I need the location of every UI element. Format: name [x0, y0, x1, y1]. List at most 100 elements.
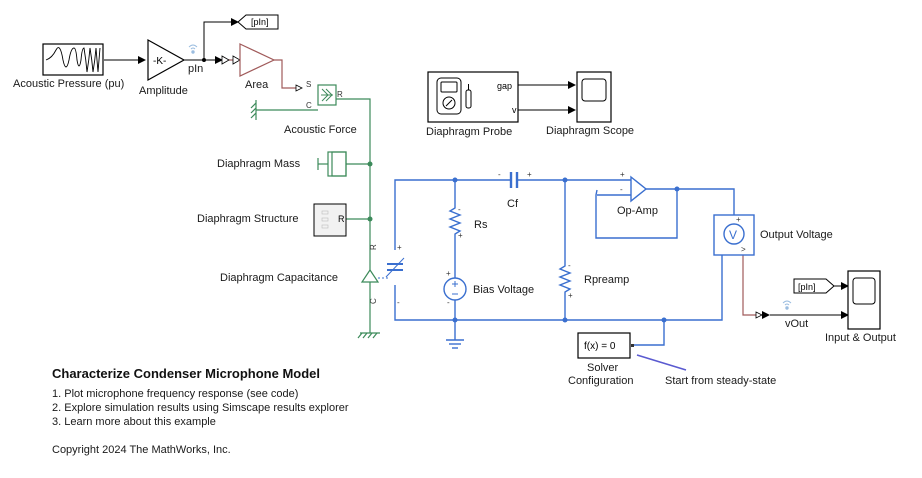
input-output-label: Input & Output [825, 332, 896, 344]
wireless-icon [188, 44, 198, 54]
branch-point-pin [202, 58, 206, 62]
mechanical-lines [256, 98, 371, 333]
diaphragm-scope-block[interactable] [576, 71, 612, 123]
solver-configuration-block[interactable]: f(x) = 0 [577, 332, 634, 359]
elec-opamp-feedback[interactable] [595, 189, 678, 239]
area-gain-block[interactable] [239, 43, 276, 77]
steady-state-connector [636, 354, 687, 371]
svg-text:R: R [337, 90, 343, 99]
elec-cap-bottom[interactable] [394, 254, 723, 321]
acoustic-force-block[interactable] [317, 84, 337, 106]
signal-vout-label[interactable]: vOut [785, 318, 809, 330]
copyright: Copyright 2024 The MathWorks, Inc. [52, 444, 231, 456]
amplitude-gain-block[interactable]: -K- [147, 38, 186, 82]
electrical-junctions [452, 177, 680, 323]
from-tag: [pIn] [798, 282, 816, 292]
svg-text:-: - [498, 170, 501, 179]
elec-cap-top[interactable] [394, 179, 510, 250]
junction-mass [367, 161, 373, 167]
subsystem-icon [321, 210, 329, 229]
diaphragm-scope-label: Diaphragm Scope [546, 125, 635, 137]
bias-voltage-source[interactable] [443, 277, 467, 301]
svg-text:-: - [620, 185, 623, 194]
acoustic-pressure-block[interactable] [42, 43, 104, 76]
vout-arrow [762, 311, 770, 319]
gain-text: -K- [153, 56, 166, 67]
signal-pin-label[interactable]: pIn [188, 63, 204, 75]
goto-tag: [pIn] [251, 17, 269, 27]
svg-text:-: - [568, 261, 571, 270]
op-amp-block[interactable] [630, 175, 648, 203]
diaphragm-capacitance-label: Diaphragm Capacitance [220, 272, 339, 284]
electrical-lines [394, 179, 735, 346]
svg-text:+: + [446, 269, 451, 278]
svg-text:-: - [397, 298, 400, 307]
svg-text:C: C [306, 101, 312, 110]
svg-text:>: > [741, 245, 746, 254]
svg-text:C: C [369, 298, 378, 304]
svg-text:+: + [397, 243, 402, 252]
op-amp-label: Op-Amp [617, 205, 658, 217]
from-pin-block[interactable]: [pIn] [793, 278, 835, 294]
port-labels: S C R R R C - + + - + - - + + - - + + > [306, 80, 746, 307]
rs-label: Rs [474, 219, 488, 231]
ps-vsensor-to-vout[interactable] [742, 254, 756, 316]
junction-structure [367, 216, 373, 222]
sine-chirp-icon [45, 47, 101, 73]
output-voltage-label: Output Voltage [760, 229, 833, 241]
svg-text:R: R [369, 244, 378, 250]
svg-text:S: S [306, 80, 311, 89]
cf-label: Cf [507, 198, 518, 210]
ps-port-arrows [221, 55, 763, 319]
svg-text:+: + [620, 170, 625, 179]
mechanical-ground-icon [357, 332, 380, 339]
svg-text:R: R [338, 214, 345, 224]
rs-resistor[interactable] [448, 205, 462, 238]
amplitude-label: Amplitude [139, 85, 188, 97]
svg-text:+: + [736, 215, 741, 224]
diaphragm-probe-block[interactable]: gap v [427, 71, 519, 123]
diaphragm-mass-label: Diaphragm Mass [217, 158, 301, 170]
elec-solver[interactable] [634, 320, 665, 346]
rpreamp-label: Rpreamp [584, 274, 630, 286]
svg-text:+: + [568, 291, 573, 300]
port-gap: gap [497, 81, 512, 91]
acoustic-pressure-label: Acoustic Pressure (pu) [13, 78, 125, 90]
ps-area-to-force[interactable] [274, 59, 296, 89]
signal-to-goto[interactable] [203, 18, 239, 60]
diaphragm-probe-label: Diaphragm Probe [426, 126, 513, 138]
mech-force-r[interactable] [336, 98, 371, 275]
model-title: Characterize Condenser Microphone Model [52, 366, 320, 381]
output-voltage-sensor[interactable]: V [713, 214, 755, 256]
electrical-ground-icon [446, 339, 464, 349]
force-source-icon [321, 88, 333, 102]
steady-state-note: Start from steady-state [665, 375, 777, 387]
svg-text:+: + [527, 170, 532, 179]
input-output-scope-block[interactable] [847, 270, 881, 330]
solver-label-line2: Configuration [568, 375, 634, 387]
rpreamp-resistor[interactable] [558, 262, 572, 298]
acoustic-force-label: Acoustic Force [284, 124, 357, 136]
voltmeter-icon: V [729, 228, 737, 242]
link-plot-frequency-response[interactable]: 1. Plot microphone frequency response (s… [52, 388, 299, 400]
link-explore-results[interactable]: 2. Explore simulation results using Sims… [52, 402, 349, 414]
port-v: v [512, 105, 517, 115]
variable-capacitor-icon[interactable] [385, 257, 405, 278]
svg-text:-: - [458, 205, 461, 214]
wireless-icon-vout [782, 300, 792, 310]
elec-opamp-out[interactable] [646, 188, 735, 216]
svg-text:-: - [447, 298, 450, 307]
solver-label-line1: Solver [587, 362, 619, 374]
goto-pin-block[interactable]: [pIn] [237, 14, 279, 30]
diaphragm-capacitance-block[interactable] [360, 268, 388, 283]
diaphragm-mass-block[interactable] [317, 151, 347, 177]
mechanical-reference-icon [250, 100, 257, 120]
diaphragm-structure-block[interactable] [313, 203, 347, 237]
bias-voltage-label: Bias Voltage [473, 284, 535, 296]
cf-capacitor[interactable] [509, 172, 519, 188]
solver-text: f(x) = 0 [584, 341, 616, 352]
link-learn-more[interactable]: 3. Learn more about this example [52, 416, 216, 428]
diaphragm-structure-label: Diaphragm Structure [197, 213, 299, 225]
area-label: Area [245, 79, 269, 91]
